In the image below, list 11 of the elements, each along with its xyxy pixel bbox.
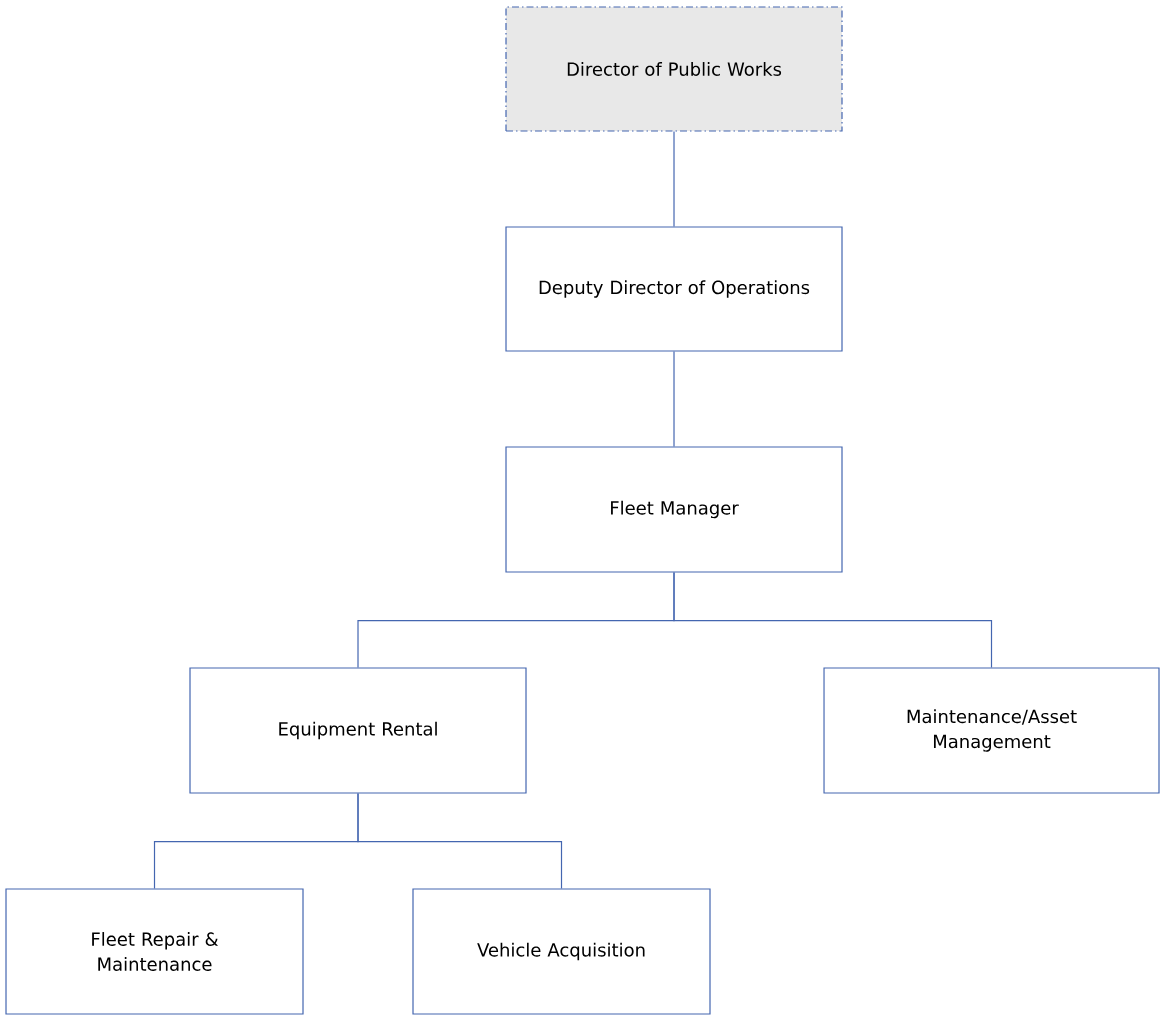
position-box: Fleet Repair & Maintenance: [5, 888, 304, 1015]
connector-line: [673, 131, 675, 227]
title-box: Director of Public Works: [505, 6, 843, 132]
connector-line: [673, 572, 993, 668]
connector-line: [673, 351, 675, 447]
connector-line: [357, 793, 563, 889]
position-box: Deputy Director of Operations: [505, 226, 843, 352]
position-box: Vehicle Acquisition: [412, 888, 711, 1015]
position-box: Maintenance/Asset Management: [823, 667, 1160, 794]
position-box: Fleet Manager: [505, 446, 843, 573]
position-box: Equipment Rental: [189, 667, 527, 794]
